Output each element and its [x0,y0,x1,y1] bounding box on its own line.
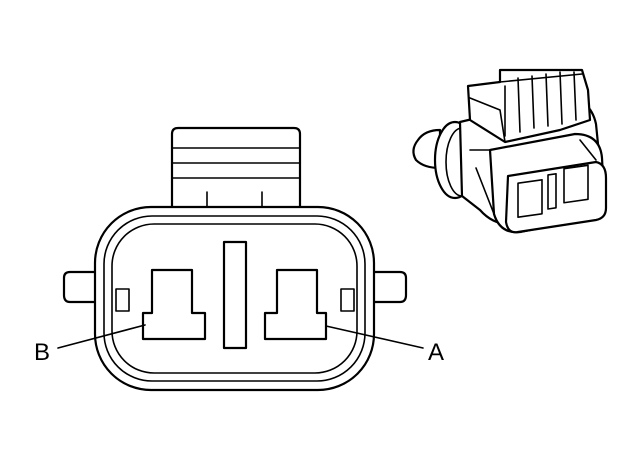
locking-tab [170,126,302,214]
terminal-cavity-a [263,268,328,341]
terminal-label-b: B [34,339,50,366]
housing-inner-rim [103,215,366,382]
connector-face-view: B A [34,126,444,392]
left-latch [115,288,130,312]
terminal-cavity-b [141,268,207,341]
right-latch [340,288,355,312]
connector-perspective-view [412,68,608,234]
rear-flange [412,128,442,170]
leader-line-b [57,324,146,349]
center-divider [222,240,248,350]
terminal-label-a: A [428,339,444,366]
perspective-cavity-a [563,164,589,204]
housing-seal [111,223,358,374]
perspective-lock-tab [466,68,592,144]
leader-line-a [325,325,424,349]
perspective-divider [547,173,557,210]
perspective-cavity-b [517,179,543,219]
